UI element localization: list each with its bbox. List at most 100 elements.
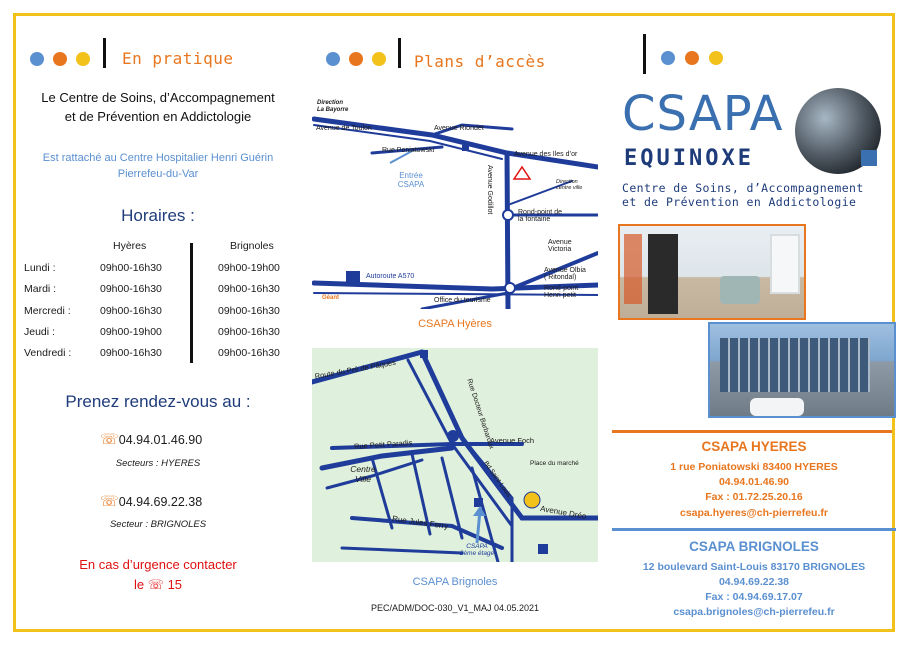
hours-brignoles-value: 09h00-16h30 (218, 347, 280, 360)
brignoles-divider (612, 528, 896, 531)
map1-label-godillot: Avenue Godillot (486, 165, 493, 215)
phone1-row: ☏04.94.01.46.90 (100, 430, 202, 448)
blue-dot (326, 52, 340, 66)
hours-brignoles-value: 09h00-16h30 (218, 325, 280, 338)
hyeres-divider (612, 430, 892, 433)
blue-dot (661, 51, 675, 65)
photo-blinds (624, 234, 642, 304)
map2-label-foch: Avenue Foch (490, 436, 535, 445)
phone1-number: 04.94.01.46.90 (118, 433, 203, 447)
photo-building-windows (720, 338, 870, 392)
map1-label-victoria: Avenue Victoria (548, 239, 572, 253)
map1-label-bayorre: La Bayorre (317, 107, 349, 113)
map2-label-marche: Place du marché (530, 460, 579, 467)
phone1-sector: Secteurs : HYERES (115, 458, 201, 469)
telephone-icon: ☏ (100, 493, 119, 510)
logo-tagline-2: et de Prévention en Addictologie (622, 195, 857, 209)
hours-day: Mardi : (24, 283, 57, 296)
hours-hyeres-value: 09h00-16h30 (100, 347, 162, 360)
intro-line-2: et de Prévention en Addictologie (64, 109, 252, 124)
yellow-dot (76, 52, 90, 66)
map1-rp-fontaine-1: Rond-point de (518, 209, 562, 216)
logo-csapa: CSAPA (622, 86, 784, 142)
building-photo (708, 322, 896, 418)
map1-label-entree: Entrée CSAPA (386, 171, 436, 189)
yellow-dot (709, 51, 723, 65)
attached-line-1: Est rattaché au Centre Hospitalier Henri… (42, 152, 274, 164)
map1-victoria-1: Avenue (548, 239, 572, 246)
telephone-icon: ☏ (147, 577, 164, 592)
brignoles-fax: Fax : 04.94.69.17.07 (705, 591, 803, 603)
hours-brignoles-value: 09h00-16h30 (218, 283, 280, 296)
hours-brignoles-value: 09h00-19h00 (218, 262, 280, 274)
map1-rp-fontaine-2: la fontaine (518, 216, 551, 223)
hours-day: Lundi : (24, 262, 56, 274)
logo-equinoxe: EQUINOXE (624, 146, 754, 171)
brignoles-phone: 04.94.69.22.38 (718, 576, 790, 588)
brignoles-address: 12 boulevard Saint-Louis 83170 BRIGNOLES (642, 561, 866, 573)
brignoles-title: CSAPA BRIGNOLES (689, 539, 819, 554)
hours-hyeres-value: 09h00-19h00 (100, 325, 162, 338)
hours-title: Horaires : (121, 206, 195, 225)
logo-tagline-1: Centre de Soins, d’Accompagnement (622, 181, 864, 195)
hyeres-address: 1 rue Poniatowski 83400 HYERES (670, 461, 838, 473)
map1-dir-centre-2: centre ville (556, 185, 583, 191)
section-title-practical: En pratique (122, 49, 234, 68)
urgent-line-1: En cas d’urgence contacter (79, 557, 237, 572)
map-hyeres-svg (312, 116, 598, 309)
urgent-number: 15 (167, 577, 183, 592)
orange-dot (685, 51, 699, 65)
map1-label-poniatowski: Rue Poniatowski (382, 147, 435, 154)
yellow-dot (372, 52, 386, 66)
logo-earth-globe (795, 88, 881, 174)
urgent-line-2: le ☏ 15 (20, 577, 296, 593)
map2-csapa-2: 2ème étage (459, 549, 495, 557)
photo-chair (720, 276, 760, 304)
map1-rp-petit-1: Rond-point (544, 285, 579, 292)
map-brignoles: Route du Pré de Pâques Rue Docteur Barba… (312, 348, 598, 562)
orange-dot (349, 52, 363, 66)
rdv-title: Prenez rendez-vous au : (65, 392, 251, 411)
hyeres-email[interactable]: csapa.hyeres@ch-pierrefeu.fr (680, 507, 828, 519)
map1-label-autoroute: Autoroute A570 (366, 273, 415, 280)
phone2-number: 04.94.69.22.38 (118, 495, 203, 509)
map2-label-csapa: CSAPA 2ème étage (454, 543, 500, 557)
map1-label-toulon: Avenue de Toulon (316, 125, 372, 132)
map1-entree-line1: Entrée (399, 171, 423, 180)
hours-day: Mercredi : (24, 304, 71, 317)
map1-dir-centre-1: Direction (556, 179, 578, 185)
hours-header-brignoles: Brignoles (230, 240, 274, 252)
map2-label-centre: Centre Ville (338, 464, 388, 484)
map1-label-dir-centre: Direction centre ville (556, 179, 582, 191)
title-divider (398, 38, 401, 68)
intro-line-1: Le Centre de Soins, d’Accompagnement (41, 90, 275, 105)
map-brignoles-svg (312, 349, 598, 562)
map1-caption: CSAPA Hyères (418, 318, 492, 330)
map1-label-rp-petit: Rond-point Henri petit (544, 285, 578, 299)
hours-hyeres-value: 09h00-16h30 (100, 262, 162, 274)
phone2-row: ☏04.94.69.22.38 (100, 492, 202, 510)
orange-dot (53, 52, 67, 66)
map1-label-olbia: Avenue Olbia ( Ritondal) (544, 267, 586, 281)
brignoles-email[interactable]: csapa.brignoles@ch-pierrefeu.fr (673, 606, 835, 618)
attached-line-2: Pierrefeu-du-Var (117, 168, 199, 180)
map1-label-riondet: Avenue Riondet (434, 125, 484, 132)
hours-day: Vendredi : (24, 347, 72, 360)
hours-header-hyeres: Hyères (113, 240, 147, 252)
map1-label-direction: Direction (317, 100, 344, 106)
photo-window (770, 234, 800, 294)
title-divider (643, 34, 646, 74)
telephone-icon: ☏ (100, 431, 119, 448)
map1-rp-petit-2: Henri petit (544, 292, 576, 299)
blue-dot (30, 52, 44, 66)
hours-brignoles-value: 09h00-16h30 (218, 304, 280, 317)
hours-hyeres-value: 09h00-16h30 (100, 283, 162, 296)
photo-shelf (648, 234, 678, 314)
hours-day: Jeudi : (24, 325, 55, 338)
hours-separator (190, 243, 193, 363)
section-title-access: Plans d’accès (414, 52, 546, 71)
map1-label-geant: Géant (322, 295, 340, 301)
map1-victoria-2: Victoria (548, 246, 572, 253)
waiting-room-photo (618, 224, 806, 320)
map2-caption: CSAPA Brignoles (412, 576, 498, 588)
